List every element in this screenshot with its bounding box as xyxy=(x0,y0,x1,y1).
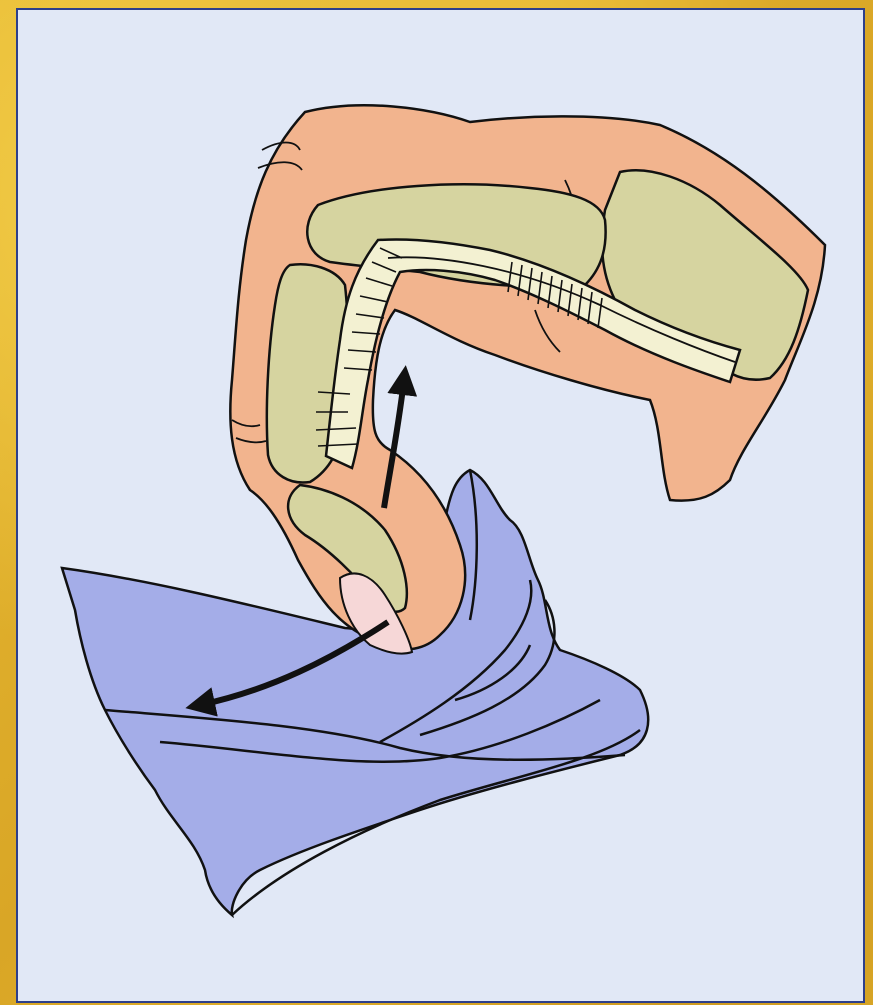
finger-illustration xyxy=(0,0,873,1005)
